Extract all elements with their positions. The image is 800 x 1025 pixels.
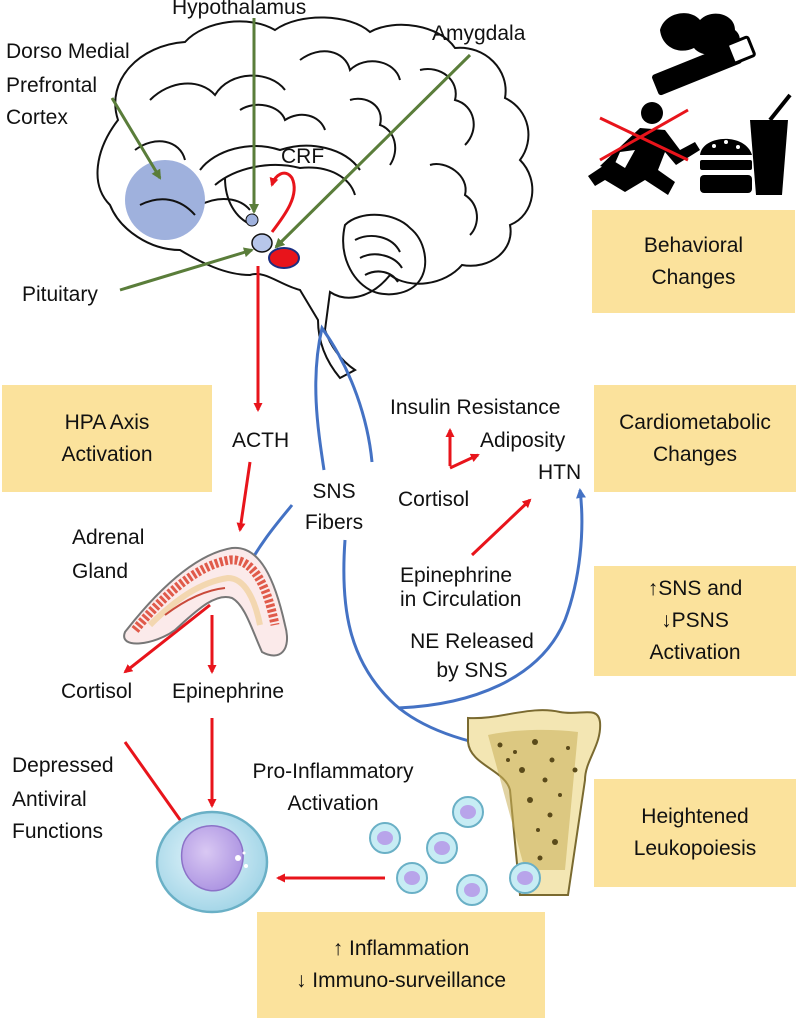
sns-psns-line1: ↑SNS and <box>647 577 743 600</box>
pituitary-label: Pituitary <box>22 283 98 306</box>
inflammation-line2: ↓ Immuno-surveillance <box>295 969 507 992</box>
running-crossed-icon <box>588 102 700 195</box>
behavioral-line2: Changes <box>651 265 736 289</box>
dmpfc-label-line3: Cortex <box>6 106 68 129</box>
leukopoiesis-line2: Leukopoiesis <box>633 837 757 860</box>
inflammation-line1: ↑ Inflammation <box>332 937 470 960</box>
epinephrine-circ-line1: Epinephrine <box>400 564 513 587</box>
depressed-antiviral-line3: Functions <box>12 820 104 843</box>
hpa-line1: HPA Axis <box>64 410 150 434</box>
hypothalamus-label: Hypothalamus <box>172 0 307 19</box>
crf-label: CRF <box>281 145 325 168</box>
adrenal-label-line1: Adrenal <box>72 526 145 549</box>
behavioral-line1: Behavioral <box>643 233 744 257</box>
ne-released-line1: NE Released <box>410 630 534 653</box>
epinephrine-to-htn-arrow <box>470 498 532 557</box>
pro-inflammatory-line1: Pro-Inflammatory <box>252 760 414 783</box>
dmpfc-label-line1: Dorso Medial <box>6 40 130 63</box>
bone-illustration <box>467 709 602 896</box>
adrenal-gland-illustration <box>123 546 288 657</box>
leukopoiesis-line1: Heightened <box>641 805 749 828</box>
epinephrine-label: Epinephrine <box>172 680 285 703</box>
epinephrine-circ-line2: in Circulation <box>400 588 522 611</box>
hpa-line2: Activation <box>61 442 153 466</box>
cardiometabolic-line2: Changes <box>652 442 738 466</box>
pituitary-arrow <box>119 247 254 292</box>
dmpfc-label-line2: Prefrontal <box>6 74 98 97</box>
smoking-icon <box>652 13 756 96</box>
acth-label: ACTH <box>232 429 290 452</box>
amygdala-region <box>268 247 300 269</box>
sns-fiber-loop <box>314 324 374 471</box>
dmpfc-arrow <box>110 97 162 180</box>
hypothalamus-dot <box>245 213 259 227</box>
htn-label: HTN <box>538 461 582 484</box>
amygdala-arrow <box>274 53 472 249</box>
immune-cell-icon <box>155 810 269 914</box>
pro-inflammatory-line2: Activation <box>287 792 379 815</box>
immune-cell-cluster <box>369 796 541 906</box>
cardiometabolic-line1: Cardiometabolic <box>619 410 771 434</box>
sns-psns-line2: ↓PSNS <box>661 609 729 632</box>
pituitary-gland <box>251 233 273 253</box>
sns-psns-line3: Activation <box>649 641 741 664</box>
depressed-antiviral-line2: Antiviral <box>12 788 87 811</box>
adrenal-label-line2: Gland <box>72 560 129 583</box>
ne-to-htn-arrow <box>397 488 586 710</box>
inflammation-box: ↑ Inflammation ↓ Immuno-surveillance <box>257 912 545 1018</box>
ne-released-line2: by SNS <box>436 659 508 682</box>
adiposity-label: Adiposity <box>480 429 566 452</box>
acth-to-adrenal-arrow <box>236 461 252 532</box>
amygdala-label: Amygdala <box>432 22 526 45</box>
sns-psns-box: ↑SNS and ↓PSNS Activation <box>594 566 796 676</box>
cortisol-to-adiposity-arrow <box>449 453 480 470</box>
adrenal-to-cortisol-arrow <box>123 603 211 674</box>
sns-fibers-line1: SNS <box>312 480 356 503</box>
sns-fibers-line2: Fibers <box>304 511 364 534</box>
cortisol-label: Cortisol <box>61 680 133 703</box>
cortisol-cardio-label: Cortisol <box>398 488 470 511</box>
fast-food-icon <box>700 93 792 195</box>
crf-arrow <box>269 171 296 233</box>
depressed-antiviral-line1: Depressed <box>12 754 114 777</box>
insulin-resistance-label: Insulin Resistance <box>390 396 561 419</box>
